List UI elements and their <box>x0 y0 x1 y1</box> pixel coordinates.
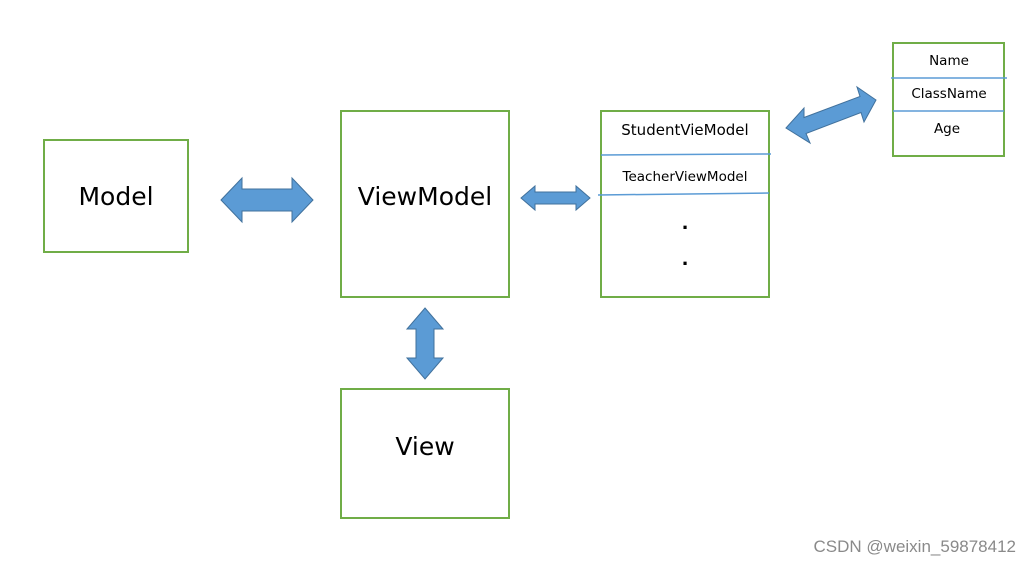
view-node: View <box>340 388 510 519</box>
property-name: Name <box>929 53 969 69</box>
model-node: Model <box>43 139 189 253</box>
vm-list-divider-1 <box>600 153 772 156</box>
viewmodel-box <box>340 110 510 298</box>
vm-list-item-teacher: TeacherViewModel <box>622 169 748 185</box>
viewmodel-list-arrow <box>520 184 591 212</box>
viewmodel-list-box <box>600 110 770 298</box>
vm-list-ellipsis-dot-1: . <box>682 213 689 234</box>
watermark-text: CSDN @weixin_59878412 <box>814 537 1016 556</box>
view-box <box>340 388 510 519</box>
viewmodel-label: ViewModel <box>358 182 492 211</box>
model-label: Model <box>78 182 153 211</box>
vm-list-item-student: StudentVieModel <box>621 121 748 139</box>
viewmodel-node: ViewModel <box>340 110 510 298</box>
viewmodel-list-node: StudentVieModel TeacherViewModel . . <box>597 110 772 298</box>
property-box <box>892 42 1005 157</box>
model-box <box>43 139 189 253</box>
property-node: Name ClassName Age <box>891 42 1007 157</box>
student-property-arrow <box>785 85 877 145</box>
property-age: Age <box>934 121 960 137</box>
view-label: View <box>395 432 454 461</box>
vm-list-ellipsis-dot-2: . <box>682 249 689 270</box>
model-viewmodel-arrow <box>220 176 314 224</box>
vm-list-divider-2 <box>597 192 770 196</box>
property-classname: ClassName <box>911 86 986 102</box>
viewmodel-view-arrow <box>405 307 445 380</box>
